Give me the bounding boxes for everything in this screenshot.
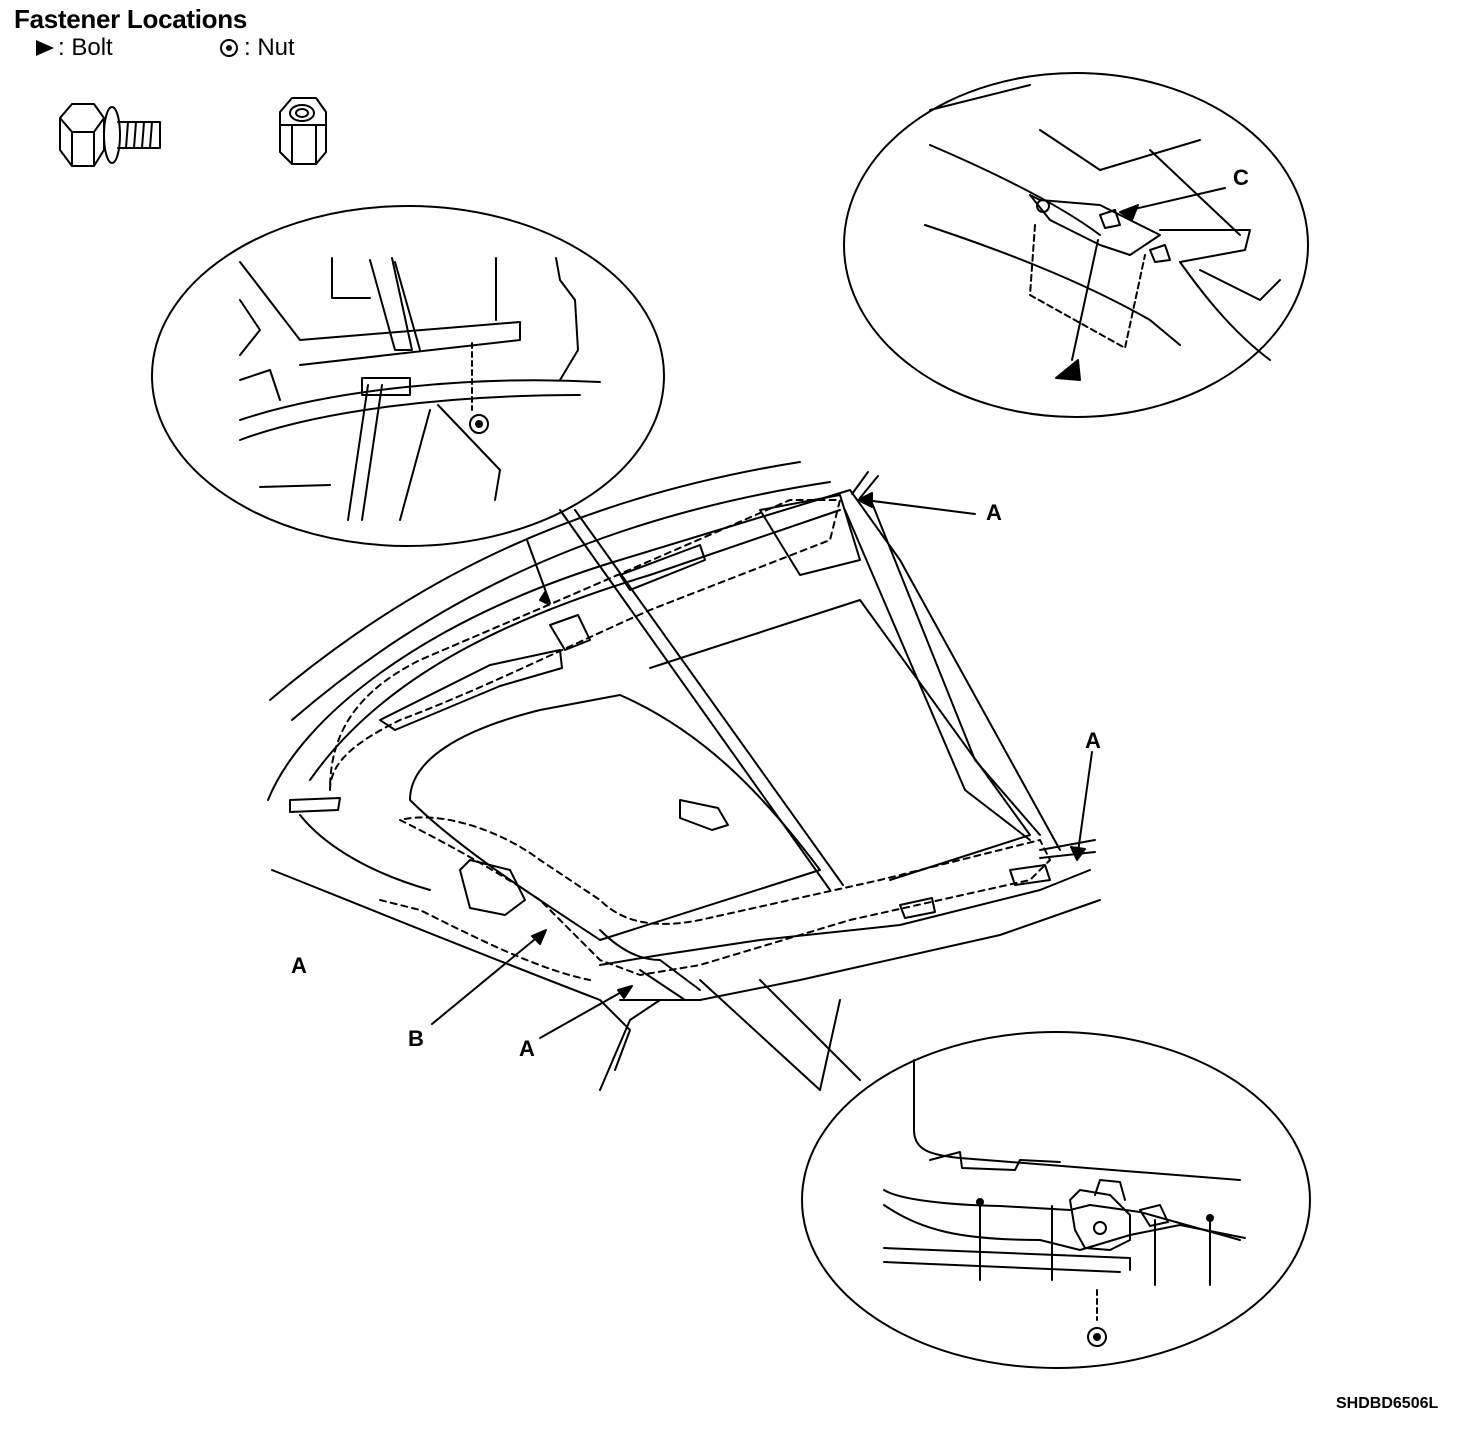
legend-nut-label: : Nut — [244, 34, 295, 61]
bolt-triangle-icon — [36, 40, 54, 56]
nut-illustration — [279, 97, 327, 165]
legend-bolt: : Bolt — [36, 34, 113, 62]
detail-view-bottom-right — [801, 1031, 1311, 1369]
page-title: Fastener Locations — [14, 4, 247, 34]
callout-b: B — [408, 1026, 424, 1051]
callout-a-top: A — [986, 500, 1002, 525]
nut-circle-icon — [220, 39, 238, 57]
bolt-illustration — [59, 103, 161, 167]
callout-a-right: A — [1085, 728, 1101, 753]
detail-view-upper-left — [151, 205, 665, 547]
roof-assembly-drawing — [267, 461, 1101, 1091]
callout-c: C — [1233, 165, 1249, 190]
callout-leaders — [431, 492, 1093, 1039]
legend-bolt-label: : Bolt — [58, 34, 113, 61]
callout-a-left: A — [291, 953, 307, 978]
callout-a-bottom: A — [519, 1036, 535, 1061]
figure-code: SHDBD6506L — [1336, 1395, 1439, 1412]
detail-view-upper-right — [843, 72, 1309, 418]
legend-nut: : Nut — [220, 34, 295, 62]
